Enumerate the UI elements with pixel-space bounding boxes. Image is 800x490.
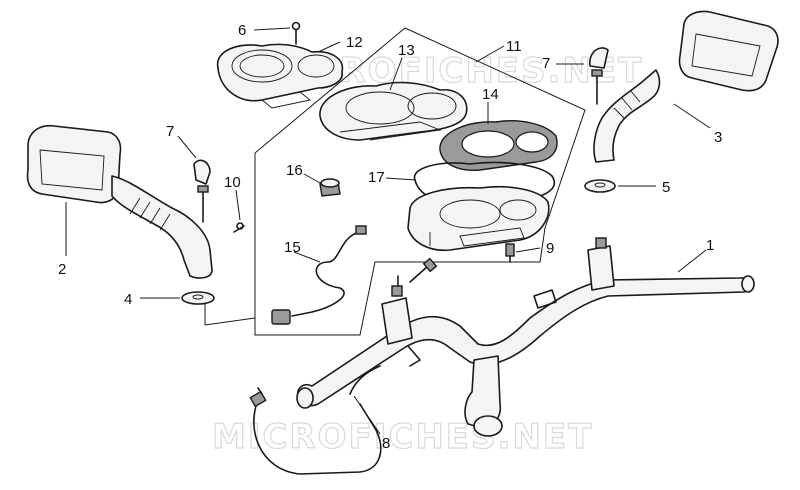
callout-6: 6 xyxy=(238,22,246,39)
callout-16: 16 xyxy=(286,162,303,179)
right-mirror-3 xyxy=(593,10,779,163)
speedometer-cable-8 xyxy=(249,365,382,475)
callout-13: 13 xyxy=(398,42,415,59)
callout-1: 1 xyxy=(706,237,714,254)
washer-5 xyxy=(584,179,616,193)
handlebar-1 xyxy=(296,237,755,437)
callout-17: 17 xyxy=(368,169,385,186)
bulb-socket-9 xyxy=(505,243,515,263)
callout-7-right: 7 xyxy=(542,55,550,72)
callout-2: 2 xyxy=(58,261,66,278)
callout-15: 15 xyxy=(284,239,301,256)
instrument-lens xyxy=(319,81,468,141)
instrument-group-outline xyxy=(254,27,586,336)
callout-4: 4 xyxy=(124,291,132,308)
screw-10 xyxy=(233,222,245,233)
instrument-trim-ring xyxy=(439,120,558,171)
mirror-cap-7-left xyxy=(193,159,211,223)
callout-7-left: 7 xyxy=(166,123,174,140)
left-mirror-2 xyxy=(26,124,213,279)
callout-8: 8 xyxy=(382,435,390,452)
rubber-grommet-16 xyxy=(319,178,341,197)
callout-5: 5 xyxy=(662,179,670,196)
callout-9: 9 xyxy=(546,240,554,257)
mirror-cap-7-right xyxy=(589,47,609,105)
screw-6 xyxy=(291,21,301,45)
watermark-bottom: MICROFICHES.NET xyxy=(212,417,593,457)
washer-4 xyxy=(181,291,215,305)
instrument-back-cover xyxy=(216,43,344,109)
group-connector-line xyxy=(204,317,256,326)
leader-lines xyxy=(65,27,711,435)
callout-11: 11 xyxy=(506,38,522,55)
instrument-body xyxy=(407,185,550,252)
callout-14: 14 xyxy=(482,86,499,103)
sensor-cable-15 xyxy=(271,225,367,325)
callout-10: 10 xyxy=(224,174,241,191)
callout-3: 3 xyxy=(714,129,722,146)
callout-12: 12 xyxy=(346,34,363,51)
